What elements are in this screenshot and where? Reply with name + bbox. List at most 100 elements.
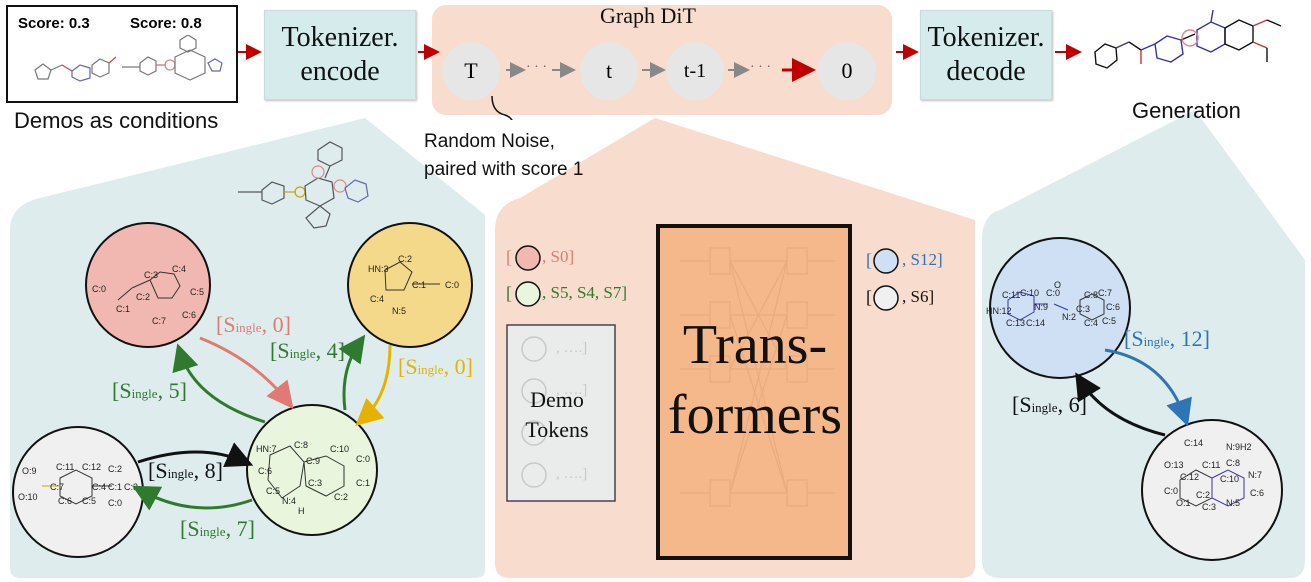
demo-tokens-label: Demo Tokens — [525, 387, 589, 442]
faded-token-circles — [521, 336, 547, 488]
m1-atom-o1: O:1 — [1176, 498, 1191, 508]
demo-tokens-box — [506, 324, 616, 502]
n0-atom-2: C:2 — [136, 292, 150, 302]
node-m0 — [989, 237, 1131, 379]
dit-step-t-1: t-1 — [666, 42, 724, 100]
edge-label-n3-n2: [Single, 8] — [148, 458, 223, 483]
node-m1-sketch — [1179, 469, 1245, 507]
n2-atom-h: H — [298, 506, 305, 516]
m1-atom-2: C:2 — [1196, 490, 1210, 500]
node-n3-sketch — [42, 469, 112, 505]
panel-molecule — [238, 141, 369, 229]
n2-atom-9: C:9 — [306, 456, 320, 466]
edge-n2-n0 — [172, 343, 266, 424]
edge-label-n2-n3: [Single, 7] — [180, 516, 255, 541]
faded-token-4: , ….] — [556, 466, 588, 482]
tokenizer-decode-box: Tokenizer. decode — [920, 10, 1052, 100]
m0-atom-o: O — [1054, 280, 1061, 290]
m0-atom-3: C:3 — [1076, 304, 1090, 314]
m1-atom-6: C:6 — [1250, 488, 1264, 498]
token-icon-s12 — [873, 248, 899, 274]
left-graph: C:0 C:1 C:2 C:3 C:4 C:5 C:6 C:7 HN:3 C:2… — [12, 141, 473, 558]
edge-label-m0-m1: [Single, 12] — [1124, 326, 1210, 351]
token-label-s6: , S6] — [902, 287, 935, 306]
dit-background — [432, 5, 892, 115]
node-n1-sketch — [384, 261, 440, 291]
m0-atom-5: C:5 — [1102, 316, 1116, 326]
token-icon-s0 — [515, 245, 541, 271]
transformer-box — [656, 224, 852, 560]
n2-atom-0: C:0 — [356, 454, 370, 464]
n0-atom-3: C:3 — [144, 270, 158, 280]
node-n0 — [85, 222, 211, 348]
n3-atom-1: C:1 — [108, 482, 122, 492]
m0-atom-13: C:13 — [1006, 318, 1025, 328]
n3-atom-12: C:12 — [82, 462, 101, 472]
n2-atom-8: C:8 — [294, 440, 308, 450]
faded-token-2: , ….] — [556, 382, 588, 398]
m1-atom-8: C:8 — [1226, 458, 1240, 468]
edge-label-n0-n2: [Single, 0] — [216, 312, 291, 337]
n3-atom-o10: O:10 — [18, 492, 38, 502]
n2-atom-1: C:1 — [356, 478, 370, 488]
m0-atom-0: C:0 — [1046, 288, 1060, 298]
transformer-network — [680, 247, 835, 507]
m1-atom-o13: O:13 — [1164, 460, 1184, 470]
token-label-s0: , S0] — [542, 247, 575, 266]
n0-atom-0: C:0 — [92, 284, 106, 294]
n1-atom-1: C:1 — [412, 280, 426, 290]
m1-atom-12: C:12 — [1180, 472, 1199, 482]
n0-atom-4: C:4 — [172, 264, 186, 274]
n3-atom-11: C:11 — [56, 462, 74, 472]
demos-caption: Demos as conditions — [14, 108, 219, 133]
n0-atom-1: C:1 — [116, 304, 130, 314]
n3-atom-2: C:2 — [108, 464, 122, 474]
right-graph: C:11 C:10 HN:12 C:13 C:14 N:9 C:0 O N:2 … — [986, 237, 1283, 561]
n3-atom-5: C:5 — [82, 496, 96, 506]
transformer-label: Trans- formers — [667, 314, 843, 446]
n2-atom-3: C:3 — [308, 478, 322, 488]
n2-atom-6: C:6 — [258, 466, 272, 476]
m0-atom-11: C:11 — [1002, 290, 1020, 300]
m0-atom-hn12: HN:12 — [986, 306, 1012, 316]
edge-m1-m0 — [1075, 372, 1166, 437]
n1-atom-0: C:0 — [445, 280, 459, 290]
n0-atom-6: C:6 — [182, 310, 196, 320]
tokenizer-encode-box: Tokenizer. encode — [264, 10, 416, 100]
m1-atom-0: C:0 — [1164, 486, 1178, 496]
m1-atom-n5: N:5 — [1226, 498, 1240, 508]
m0-atom-8: C:8 — [1084, 290, 1098, 300]
n3-atom-o9: O:9 — [22, 466, 37, 476]
n2-atom-5: C:5 — [266, 486, 280, 496]
dit-step-T: T — [442, 42, 500, 100]
token-label-s5: , S5, S4, S7] — [542, 283, 628, 302]
edge-n0-n2 — [199, 336, 294, 410]
n2-atom-hn7: HN:7 — [256, 444, 277, 454]
edge-label-m1-m0: [Single, 6] — [1012, 392, 1087, 417]
edge-n2-n1 — [338, 334, 366, 411]
node-n2-sketch — [267, 445, 345, 499]
n2-atom-2: C:2 — [334, 492, 348, 502]
n0-atom-5: C:5 — [190, 287, 204, 297]
dit-ellipsis-1: · · · — [526, 60, 547, 75]
n0-atom-7: C:7 — [152, 316, 166, 326]
faded-token-3: , ….] — [556, 424, 588, 440]
token-icon-s5 — [515, 281, 541, 307]
dit-ellipsis-2: · · · — [750, 60, 771, 75]
m0-atom-7: C:7 — [1098, 288, 1112, 298]
edge-label-n1-n2: [Single, 0] — [398, 354, 473, 379]
token-bracket-s12: [ — [866, 250, 872, 270]
node-n0-sketch — [117, 271, 181, 301]
m1-atom-14: C:14 — [1184, 438, 1203, 448]
m0-atom-10: C:10 — [1020, 288, 1039, 298]
noise-note: Random Noise, paired with score 1 — [424, 131, 584, 180]
n3-atom-4: C:4 — [92, 482, 106, 492]
top-flow-arrows — [238, 44, 1082, 120]
n1-atom-n5: N:5 — [392, 306, 406, 316]
demo-molecules — [34, 35, 223, 82]
noise-pointer — [491, 95, 513, 120]
node-n1 — [347, 222, 473, 348]
n1-atom-2: C:2 — [398, 254, 412, 264]
middle-graph — [506, 224, 899, 560]
token-icon-s6 — [873, 285, 899, 311]
